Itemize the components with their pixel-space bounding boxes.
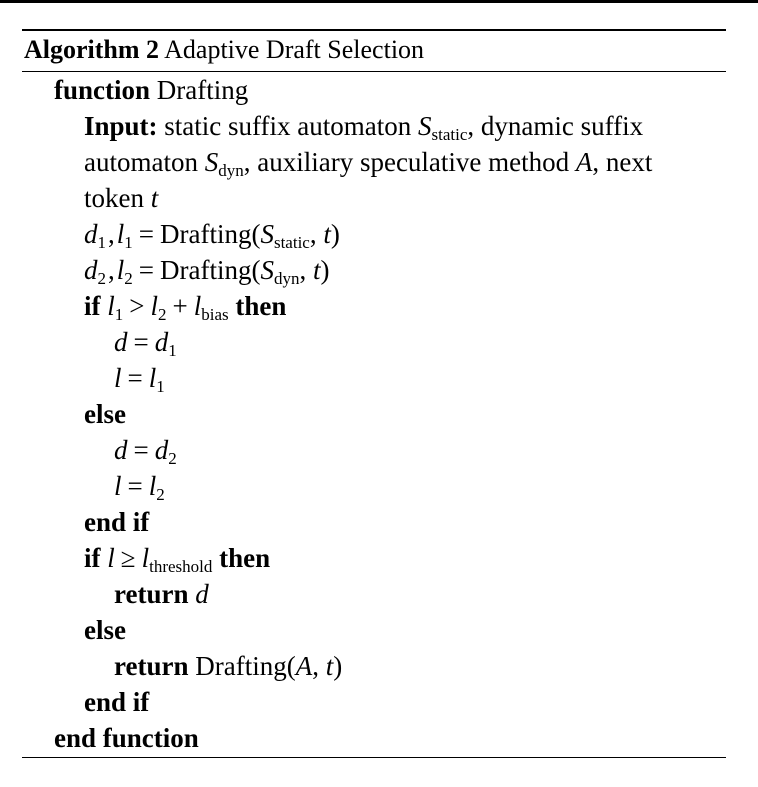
function-keyword: function [54, 75, 151, 105]
line-if-2: if l≥lthreshold then [84, 543, 271, 576]
if-keyword: if [84, 291, 101, 321]
line-input-3: token t [84, 180, 158, 216]
algorithm-header-rule [22, 71, 726, 72]
line-else-2: else [84, 615, 126, 645]
line-assign-2: d2,l2=Drafting(Sdyn, t) [84, 255, 330, 288]
line-input-2: automaton Sdyn, auxiliary speculative me… [84, 144, 652, 180]
line-else-1: else [84, 396, 126, 432]
line-return-1: return d [114, 579, 209, 609]
input-text-1: static suffix automaton Sstatic, dynamic… [164, 111, 644, 144]
end-function-keyword: end function [54, 723, 199, 753]
function-name: Drafting [156, 75, 249, 105]
line-endif-2: end if [84, 687, 150, 717]
else-keyword: else [84, 399, 126, 429]
input-keyword: Input: [84, 111, 158, 141]
algorithm-label: Algorithm 2 [24, 35, 160, 64]
endif-keyword: end if [84, 507, 150, 537]
return-keyword: return [114, 579, 189, 609]
input-text-3: token t [84, 183, 159, 213]
input-text-2: automaton Sdyn, auxiliary speculative me… [84, 147, 653, 180]
line-else-1-l: l=l2 [114, 471, 165, 504]
line-return-2: return Drafting(A, t) [114, 651, 343, 681]
algorithm-caption: Algorithm 2 Adaptive Draft Selection [24, 33, 424, 67]
line-else-1-d: d=d2 [114, 435, 177, 468]
line-function: function Drafting [54, 72, 248, 108]
line-then-1-d: d=d1 [114, 327, 177, 360]
line-endif-1: end if [84, 504, 149, 540]
line-if-1: if l1>l2+lbias then [84, 291, 287, 324]
algorithm-bottom-rule [22, 757, 726, 758]
line-input-1: Input: static suffix automaton Sstatic, … [84, 108, 643, 144]
algorithm-top-rule [22, 29, 726, 31]
line-assign-1: d1,l1=Drafting(Sstatic, t) [84, 219, 340, 252]
line-then-1-l: l=l1 [114, 363, 165, 396]
line-end-function: end function [54, 720, 199, 756]
outer-top-rule [0, 0, 758, 3]
then-keyword: then [235, 291, 287, 321]
algorithm-title: Adaptive Draft Selection [164, 35, 425, 64]
